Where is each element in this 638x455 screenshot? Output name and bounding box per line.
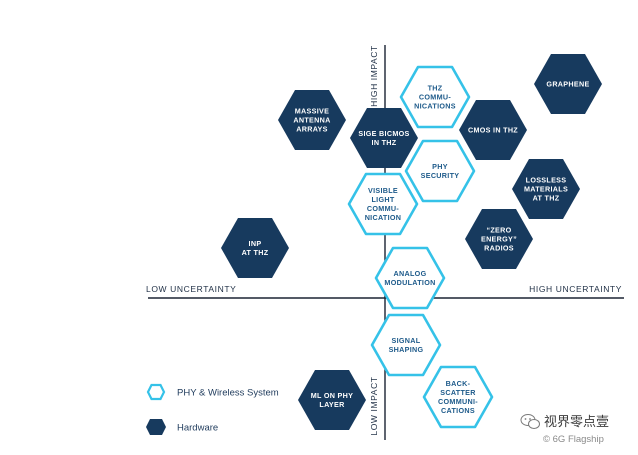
hex-label-line: RADIOS	[484, 244, 514, 253]
hex-node-graphene: GRAPHENE	[534, 54, 602, 114]
hex-label-line: LOSSLESS	[526, 176, 567, 185]
hex-label-line: AT THZ	[533, 194, 560, 203]
hex-label-line: COMMU-	[367, 204, 399, 213]
hex-label-line: LIGHT	[371, 195, 394, 204]
hex-label-line: AT THZ	[242, 248, 269, 257]
phy-hexagon	[399, 65, 471, 129]
hex-label-line: ANALOG	[394, 269, 427, 278]
hex-label-line: MODULATION	[384, 278, 435, 287]
hex-label-line: SIGE BICMOS	[358, 129, 409, 138]
hardware-hexagon	[512, 159, 580, 219]
hardware-hexagon	[465, 209, 533, 269]
hex-label-line: INP	[249, 239, 262, 248]
hardware-hexagon	[459, 100, 527, 160]
hex-label-line: COMMU-	[419, 93, 451, 102]
hex-label-line: NICATIONS	[414, 102, 456, 111]
phy-hexagon	[370, 313, 442, 377]
legend: PHY & Wireless System Hardware	[146, 383, 279, 435]
axis-label-low-uncertainty: LOW UNCERTAINTY	[146, 284, 236, 294]
hex-label-line: BACK-	[446, 379, 471, 388]
hex-label-line: SECURITY	[421, 171, 460, 180]
legend-hardware-hex-icon	[146, 419, 166, 435]
hex-label-line: CMOS IN THZ	[468, 126, 518, 135]
hex-label-line: PHY	[432, 162, 448, 171]
hardware-hexagon	[298, 370, 366, 430]
legend-hardware-label: Hardware	[177, 423, 218, 434]
hex-label-line: GRAPHENE	[546, 80, 589, 89]
legend-phy-hex-icon	[146, 383, 166, 401]
axis-label-high-impact: HIGH IMPACT	[369, 45, 379, 107]
hex-label-line: MASSIVE	[295, 107, 329, 116]
hex-label-line: MATERIALS	[524, 185, 568, 194]
axis-label-low-impact: LOW IMPACT	[369, 376, 379, 435]
wechat-logo-icon	[520, 414, 540, 429]
phy-hexagon	[374, 246, 446, 310]
technology-nodes: THZCOMMU-NICATIONSGRAPHENEMASSIVEANTENNA…	[221, 54, 602, 430]
hardware-hexagon	[350, 108, 418, 168]
hex-label-line: ML ON PHY	[311, 391, 354, 400]
hex-label-line: CATIONS	[441, 406, 475, 415]
watermark-channel-name: 视界零点壹	[544, 414, 609, 429]
hex-label-line: ENERGY”	[481, 235, 517, 244]
hardware-hexagon	[278, 90, 346, 150]
hex-label-line: NICATION	[365, 213, 402, 222]
hex-label-line: SIGNAL	[392, 336, 421, 345]
phy-hexagon	[422, 365, 494, 429]
hex-label-line: THZ	[428, 84, 443, 93]
hardware-hexagon	[534, 54, 602, 114]
hex-label-line: SHAPING	[389, 345, 424, 354]
hex-label-line: ARRAYS	[296, 125, 328, 134]
watermark-copyright: © 6G Flagship	[543, 434, 604, 445]
legend-phy-label: PHY & Wireless System	[177, 388, 279, 399]
hex-label-line: COMMUNI-	[438, 397, 478, 406]
hex-label-line: “ZERO	[486, 226, 511, 235]
hex-label-line: IN THZ	[372, 138, 397, 147]
phy-hexagon	[404, 139, 476, 203]
hex-label-line: LAYER	[319, 400, 345, 409]
phy-hexagon	[347, 172, 419, 236]
hex-label-line: VISIBLE	[368, 186, 398, 195]
hex-label-line: SCATTER	[440, 388, 476, 397]
hardware-hexagon	[221, 218, 289, 278]
axis-label-high-uncertainty: HIGH UNCERTAINTY	[529, 284, 622, 294]
watermark: 视界零点壹 © 6G Flagship	[520, 414, 609, 445]
hex-label-line: ANTENNA	[293, 116, 330, 125]
hex-node-cmos-in-thz: CMOS IN THZ	[459, 100, 527, 160]
